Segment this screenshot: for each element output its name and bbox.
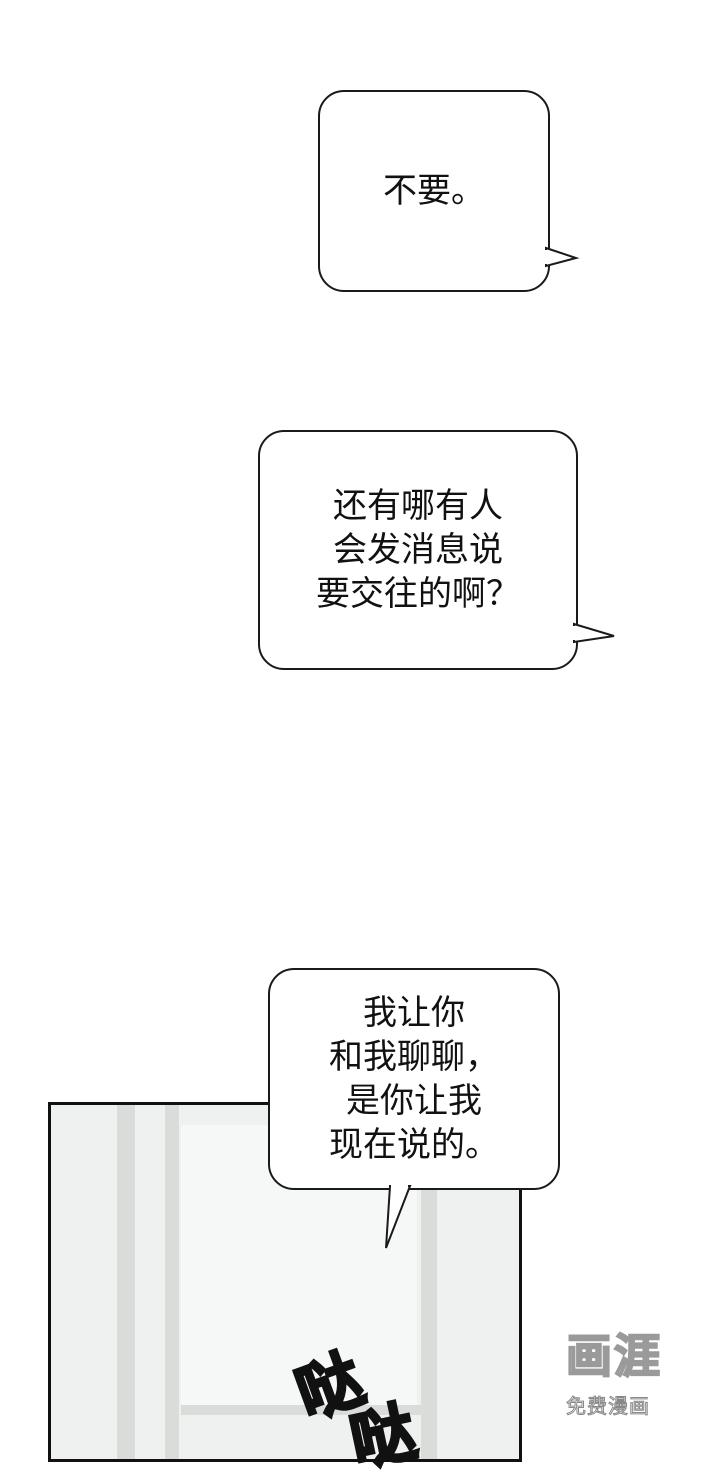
bubble-2-line-1: 还有哪有人 <box>333 486 503 526</box>
speech-bubble-3: 我让你 和我聊聊， 是你让我 现在说的。 <box>268 968 560 1190</box>
bubble-2-line-2: 会发消息说 <box>333 530 503 570</box>
watermark: 画涯 免费漫画 <box>565 1320 686 1419</box>
bubble-3-tail <box>385 1183 412 1249</box>
window-frame-mid <box>165 1105 179 1459</box>
window-frame-right <box>421 1105 437 1459</box>
bubble-3-line-2: 和我聊聊， <box>329 1037 499 1077</box>
speech-bubble-2: 还有哪有人 会发消息说 要交往的啊？ <box>258 430 578 670</box>
bubble-3-line-1: 我让你 <box>363 993 465 1033</box>
watermark-logo: 画涯 <box>565 1328 662 1384</box>
bubble-1-tail <box>544 246 580 268</box>
bubble-3-line-3: 是你让我 <box>346 1081 482 1121</box>
speech-bubble-1: 不要。 <box>318 90 550 292</box>
window-frame-left <box>117 1105 135 1459</box>
window-sill <box>181 1405 421 1415</box>
bubble-2-tail <box>572 622 615 644</box>
watermark-subtitle: 免费漫画 <box>566 1394 650 1419</box>
bubble-1-line-1: 不要。 <box>383 171 485 211</box>
bubble-3-line-4: 现在说的。 <box>329 1125 499 1165</box>
bubble-2-line-3: 要交往的啊？ <box>316 574 520 614</box>
